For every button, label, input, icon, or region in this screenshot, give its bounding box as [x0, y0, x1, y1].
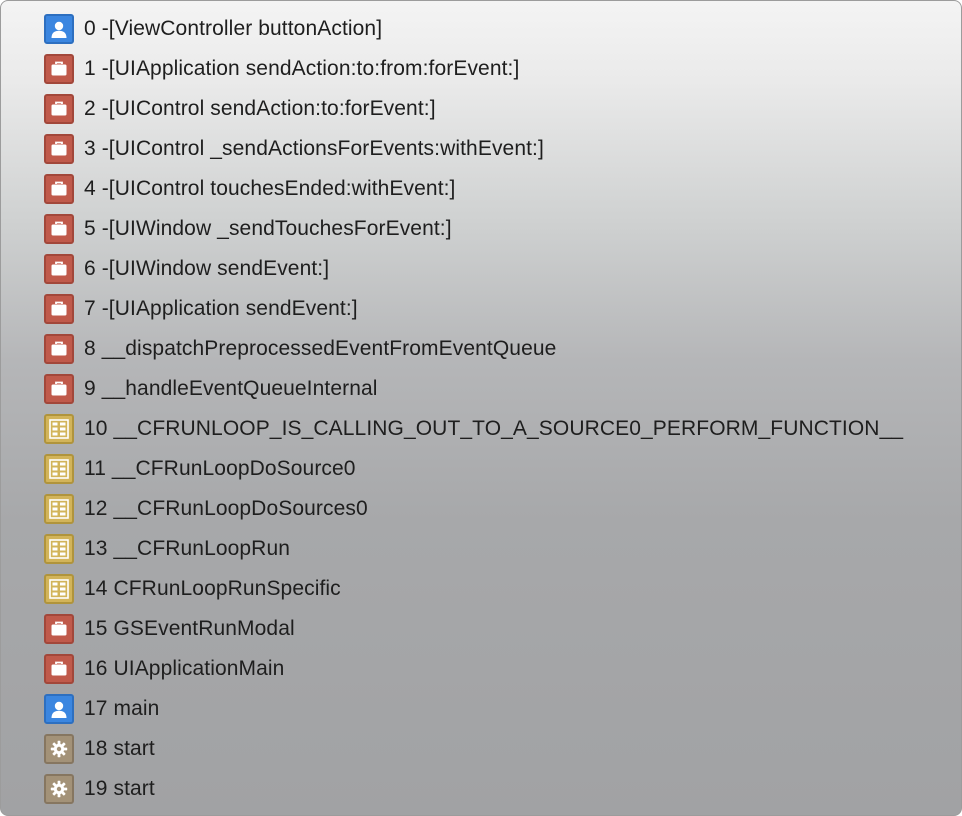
stack-frame-label: 17 main [84, 697, 160, 720]
stack-frame-label: 9 __handleEventQueueInternal [84, 377, 378, 400]
stack-frame-label: 1 -[UIApplication sendAction:to:from:for… [84, 57, 520, 80]
stack-frame-row[interactable]: 16 UIApplicationMain [1, 649, 961, 689]
grid-icon [44, 494, 74, 524]
grid-icon [44, 574, 74, 604]
stack-frame-label: 6 -[UIWindow sendEvent:] [84, 257, 330, 280]
stack-frame-row[interactable]: 6 -[UIWindow sendEvent:] [1, 249, 961, 289]
stack-frame-label: 11 __CFRunLoopDoSource0 [84, 457, 356, 480]
person-icon [44, 694, 74, 724]
stack-frame-row[interactable]: 19 start [1, 769, 961, 809]
briefcase-icon [44, 174, 74, 204]
briefcase-icon [44, 654, 74, 684]
stack-frame-row[interactable]: 7 -[UIApplication sendEvent:] [1, 289, 961, 329]
briefcase-icon [44, 374, 74, 404]
stack-frame-row[interactable]: 1 -[UIApplication sendAction:to:from:for… [1, 49, 961, 89]
person-icon [44, 14, 74, 44]
stack-frame-row[interactable]: 11 __CFRunLoopDoSource0 [1, 449, 961, 489]
stack-frame-row[interactable]: 18 start [1, 729, 961, 769]
stack-frame-label: 19 start [84, 777, 155, 800]
stack-frame-label: 5 -[UIWindow _sendTouchesForEvent:] [84, 217, 452, 240]
stack-frame-label: 15 GSEventRunModal [84, 617, 295, 640]
stack-frame-row[interactable]: 15 GSEventRunModal [1, 609, 961, 649]
grid-icon [44, 454, 74, 484]
briefcase-icon [44, 54, 74, 84]
briefcase-icon [44, 214, 74, 244]
stack-frame-label: 13 __CFRunLoopRun [84, 537, 291, 560]
stack-frame-label: 3 -[UIControl _sendActionsForEvents:with… [84, 137, 544, 160]
grid-icon [44, 414, 74, 444]
grid-icon [44, 534, 74, 564]
stack-frame-row[interactable]: 0 -[ViewController buttonAction] [1, 9, 961, 49]
briefcase-icon [44, 334, 74, 364]
briefcase-icon [44, 294, 74, 324]
stack-frame-row[interactable]: 9 __handleEventQueueInternal [1, 369, 961, 409]
stack-frame-row[interactable]: 12 __CFRunLoopDoSources0 [1, 489, 961, 529]
stack-frame-label: 16 UIApplicationMain [84, 657, 285, 680]
stack-frame-row[interactable]: 10 __CFRUNLOOP_IS_CALLING_OUT_TO_A_SOURC… [1, 409, 961, 449]
stack-frame-list: 0 -[ViewController buttonAction] 1 -[UIAp… [1, 9, 961, 809]
stack-frame-row[interactable]: 3 -[UIControl _sendActionsForEvents:with… [1, 129, 961, 169]
stack-frame-label: 14 CFRunLoopRunSpecific [84, 577, 341, 600]
stack-frame-label: 12 __CFRunLoopDoSources0 [84, 497, 368, 520]
stack-frame-label: 4 -[UIControl touchesEnded:withEvent:] [84, 177, 456, 200]
stack-frame-label: 10 __CFRUNLOOP_IS_CALLING_OUT_TO_A_SOURC… [84, 417, 904, 440]
stack-frame-row[interactable]: 8 __dispatchPreprocessedEventFromEventQu… [1, 329, 961, 369]
briefcase-icon [44, 134, 74, 164]
stack-frame-row[interactable]: 13 __CFRunLoopRun [1, 529, 961, 569]
stack-frame-label: 7 -[UIApplication sendEvent:] [84, 297, 358, 320]
briefcase-icon [44, 94, 74, 124]
stack-frame-row[interactable]: 5 -[UIWindow _sendTouchesForEvent:] [1, 209, 961, 249]
briefcase-icon [44, 614, 74, 644]
stack-frame-row[interactable]: 17 main [1, 689, 961, 729]
stack-frame-label: 2 -[UIControl sendAction:to:forEvent:] [84, 97, 436, 120]
gear-icon [44, 734, 74, 764]
briefcase-icon [44, 254, 74, 284]
stack-frame-row[interactable]: 4 -[UIControl touchesEnded:withEvent:] [1, 169, 961, 209]
stack-frame-row[interactable]: 2 -[UIControl sendAction:to:forEvent:] [1, 89, 961, 129]
stack-frame-label: 8 __dispatchPreprocessedEventFromEventQu… [84, 337, 557, 360]
stack-frame-row[interactable]: 14 CFRunLoopRunSpecific [1, 569, 961, 609]
stack-frame-label: 0 -[ViewController buttonAction] [84, 17, 383, 40]
stack-frame-label: 18 start [84, 737, 155, 760]
gear-icon [44, 774, 74, 804]
